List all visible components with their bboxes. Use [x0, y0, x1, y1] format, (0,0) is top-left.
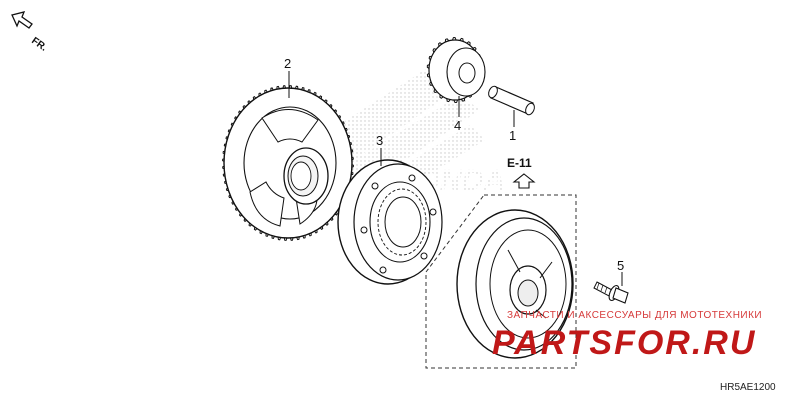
starter-driven-gear — [222, 85, 354, 241]
flange-bolt — [593, 281, 629, 304]
front-direction-indicator: FR. — [11, 11, 49, 54]
watermark: ЗАПЧАСТИ И АКСЕССУАРЫ ДЛЯ МОТОТЕХНИКИ PA… — [492, 310, 762, 362]
one-way-clutch — [337, 159, 443, 285]
callout-part-2: 2 — [284, 56, 291, 71]
callout-part-4: 4 — [454, 118, 461, 133]
reference-link[interactable]: E-11 — [507, 156, 536, 189]
reference-arrow-icon — [512, 173, 536, 189]
watermark-tagline: ЗАПЧАСТИ И АКСЕССУАРЫ ДЛЯ МОТОТЕХНИКИ — [507, 310, 762, 321]
watermark-brand: PARTSFOR.RU — [492, 324, 756, 362]
flywheel-rotor — [456, 209, 574, 359]
callout-part-3: 3 — [376, 133, 383, 148]
direction-arrow-icon — [11, 11, 33, 29]
leader-lines — [288, 71, 623, 286]
callout-part-5: 5 — [617, 258, 624, 273]
reference-boundary — [425, 194, 577, 369]
callout-part-1: 1 — [509, 128, 516, 143]
diagram-code: HR5AE1200 — [720, 382, 776, 393]
shaft — [488, 85, 535, 116]
reduction-gear — [426, 36, 486, 104]
direction-label: FR. — [29, 35, 49, 53]
reference-label[interactable]: E-11 — [507, 156, 532, 170]
